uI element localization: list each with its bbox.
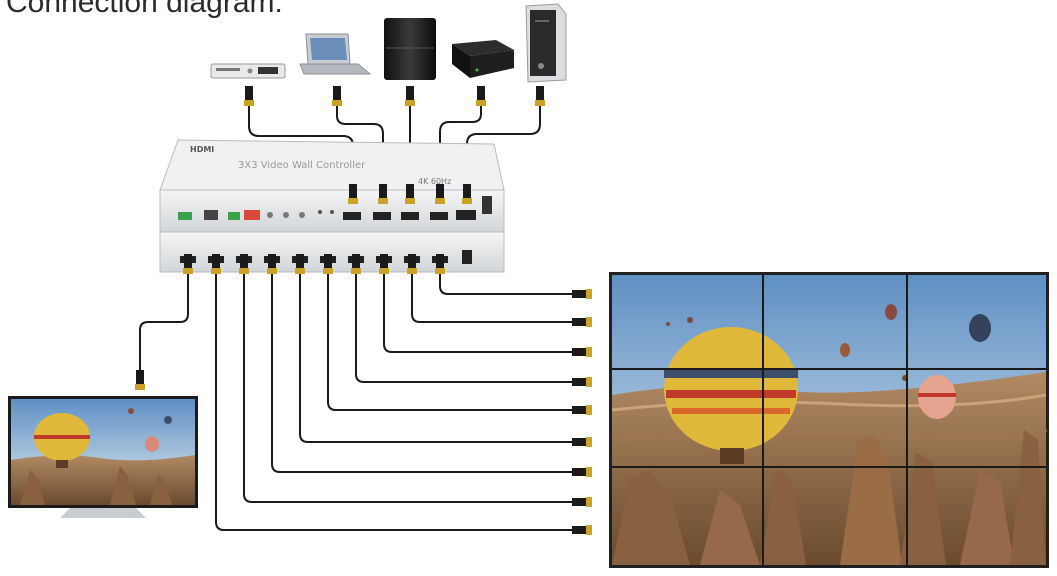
video-wall-controller: HDMI 3X3 Video Wall Controller 4K 60Hz bbox=[159, 139, 505, 273]
output-plugs-right bbox=[572, 289, 592, 535]
diagram-title: Connection diagram: bbox=[6, 0, 283, 19]
set-top-box-icon bbox=[452, 40, 514, 78]
input-plugs bbox=[244, 86, 545, 106]
desktop-pc-icon bbox=[525, 3, 567, 83]
game-console-icon bbox=[384, 18, 436, 80]
loop-out-plug bbox=[135, 370, 145, 390]
controller-name: 3X3 Video Wall Controller bbox=[238, 160, 366, 171]
laptop-icon bbox=[299, 33, 372, 75]
video-wall bbox=[609, 272, 1049, 568]
controller-resolution: 4K 60Hz bbox=[418, 177, 451, 186]
output-cables bbox=[139, 272, 574, 531]
brand-logo: HDMI bbox=[190, 145, 214, 154]
loop-out-monitor bbox=[8, 396, 198, 518]
dvd-player-icon bbox=[210, 63, 286, 79]
